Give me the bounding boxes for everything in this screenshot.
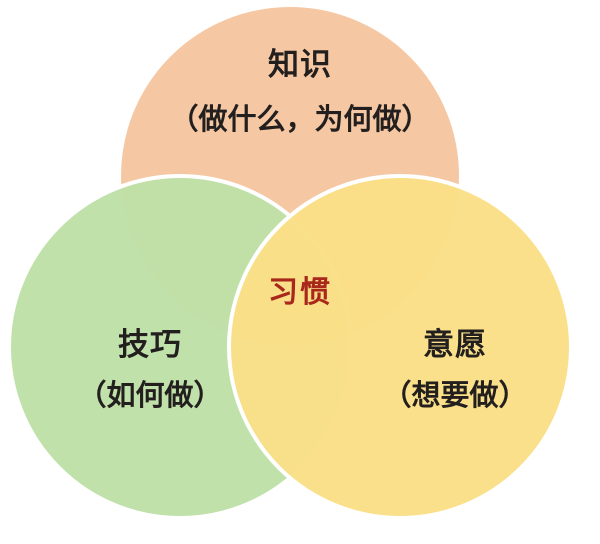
- label-knowledge-title: 知识: [268, 47, 332, 83]
- label-skill: 技巧 （如何做）: [10, 330, 290, 410]
- label-skill-subtitle: （如何做）: [77, 378, 223, 412]
- label-desire: 意愿 （想要做）: [320, 330, 590, 410]
- label-desire-title: 意愿: [423, 327, 487, 363]
- label-habit-center: 习惯: [268, 275, 332, 310]
- label-skill-title: 技巧: [118, 327, 182, 363]
- label-knowledge-subtitle: （做什么，为何做）: [169, 102, 431, 136]
- circle-desire: [227, 174, 573, 520]
- label-desire-subtitle: （想要做）: [382, 378, 528, 412]
- label-knowledge: 知识 （做什么，为何做）: [0, 50, 600, 134]
